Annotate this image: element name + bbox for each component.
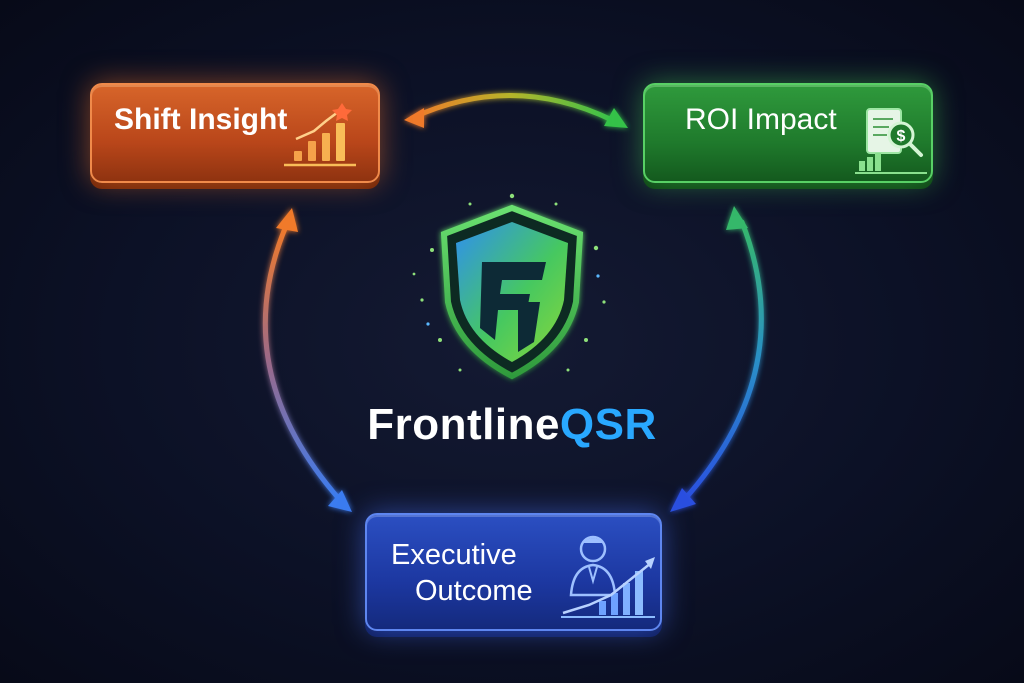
document-dollar-magnifier-icon: $ [855, 108, 927, 174]
brand-wordmark: FrontlineQSR [340, 400, 684, 450]
svg-text:$: $ [897, 128, 906, 145]
node-roi-impact-label: ROI Impact [685, 103, 837, 136]
edge-roi-to-exec [670, 206, 764, 512]
executive-growth-chart-icon [561, 535, 655, 618]
brand-name-part1: Frontline [367, 400, 560, 449]
edge-shift-to-roi [404, 93, 628, 128]
bar-chart-star-icon [284, 103, 356, 167]
node-executive-outcome: Executive Outcome [365, 513, 662, 631]
shield-f-icon [412, 193, 606, 380]
node-executive-outcome-label-line1: Executive [391, 539, 517, 571]
node-shift-insight: Shift Insight [90, 83, 380, 183]
node-executive-outcome-label-line2: Outcome [415, 575, 533, 607]
brand-name-part2: QSR [559, 400, 657, 449]
edge-exec-to-shift [262, 208, 352, 512]
node-shift-insight-label: Shift Insight [114, 103, 288, 136]
node-roi-impact: ROI Impact $ [643, 83, 933, 183]
